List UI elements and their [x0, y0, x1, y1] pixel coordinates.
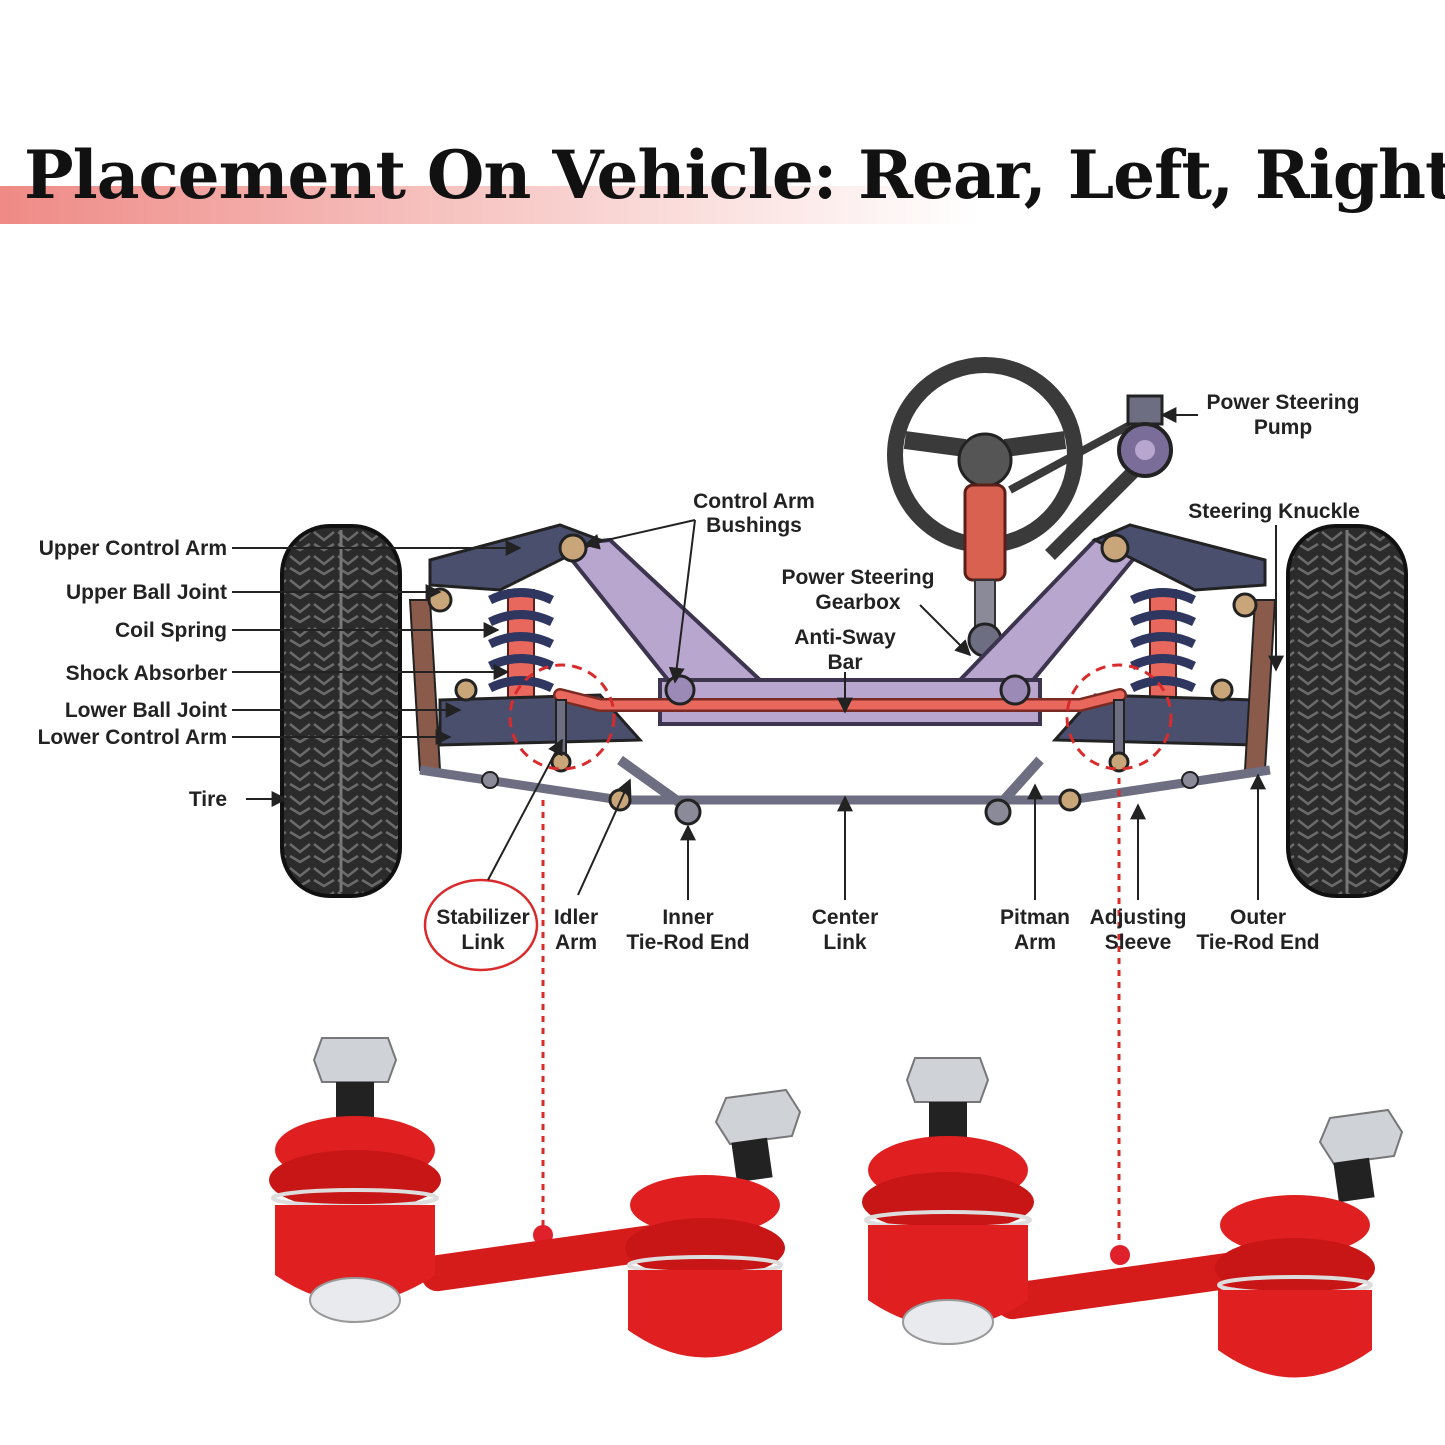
page-title: Placement On Vehicle: Rear, Left, Right — [24, 136, 1445, 214]
left-stabilizer-link-product — [269, 1037, 802, 1358]
label-outer-tie-rod-end-2: Tie-Rod End — [1196, 931, 1319, 954]
label-power-steering-pump-2: Pump — [1254, 416, 1312, 439]
label-power-steering-pump-1: Power Steering — [1207, 391, 1360, 414]
label-steering-knuckle: Steering Knuckle — [1188, 500, 1360, 523]
leader-lines — [232, 407, 1284, 900]
label-lower-control-arm: Lower Control Arm — [38, 726, 227, 749]
label-stabilizer-link-1: Stabilizer — [436, 906, 529, 929]
label-coil-spring: Coil Spring — [115, 619, 227, 642]
label-adjusting-sleeve-1: Adjusting — [1090, 906, 1187, 929]
label-idler-arm-1: Idler — [554, 906, 598, 929]
label-center-link-1: Center — [812, 906, 879, 929]
left-link-highlight — [508, 663, 616, 771]
label-shock-absorber: Shock Absorber — [66, 662, 227, 685]
label-inner-tie-rod-end-1: Inner — [662, 906, 713, 929]
label-upper-control-arm: Upper Control Arm — [39, 537, 227, 560]
right-connector-dot — [1110, 1245, 1130, 1265]
label-anti-sway-bar-2: Bar — [827, 651, 862, 674]
label-lower-ball-joint: Lower Ball Joint — [65, 699, 227, 722]
left-coil-spring — [488, 588, 554, 711]
label-stabilizer-link-2: Link — [461, 931, 504, 954]
right-coil-spring — [1130, 588, 1196, 711]
label-control-arm-bushings-1: Control Arm — [693, 490, 815, 513]
power-steering-pump — [1008, 394, 1173, 560]
right-stabilizer-link-product — [862, 1057, 1404, 1378]
label-anti-sway-bar-1: Anti-Sway — [794, 626, 896, 649]
label-adjusting-sleeve-2: Sleeve — [1105, 931, 1172, 954]
label-pitman-arm-1: Pitman — [1000, 906, 1070, 929]
anti-sway-bar — [550, 688, 1130, 773]
right-tire — [1286, 524, 1408, 898]
stabilizer-link-callout — [423, 878, 539, 972]
label-outer-tie-rod-end-1: Outer — [1230, 906, 1286, 929]
label-control-arm-bushings-2: Bushings — [706, 514, 802, 537]
label-idler-arm-2: Arm — [555, 931, 597, 954]
label-power-steering-gearbox-2: Gearbox — [815, 591, 901, 614]
label-power-steering-gearbox-1: Power Steering — [782, 566, 935, 589]
label-center-link-2: Link — [823, 931, 866, 954]
label-tire: Tire — [189, 788, 227, 811]
right-link-highlight — [1065, 663, 1173, 771]
label-pitman-arm-2: Arm — [1014, 931, 1056, 954]
label-inner-tie-rod-end-2: Tie-Rod End — [626, 931, 749, 954]
title-highlight-band — [0, 186, 980, 224]
label-upper-ball-joint: Upper Ball Joint — [66, 581, 227, 604]
